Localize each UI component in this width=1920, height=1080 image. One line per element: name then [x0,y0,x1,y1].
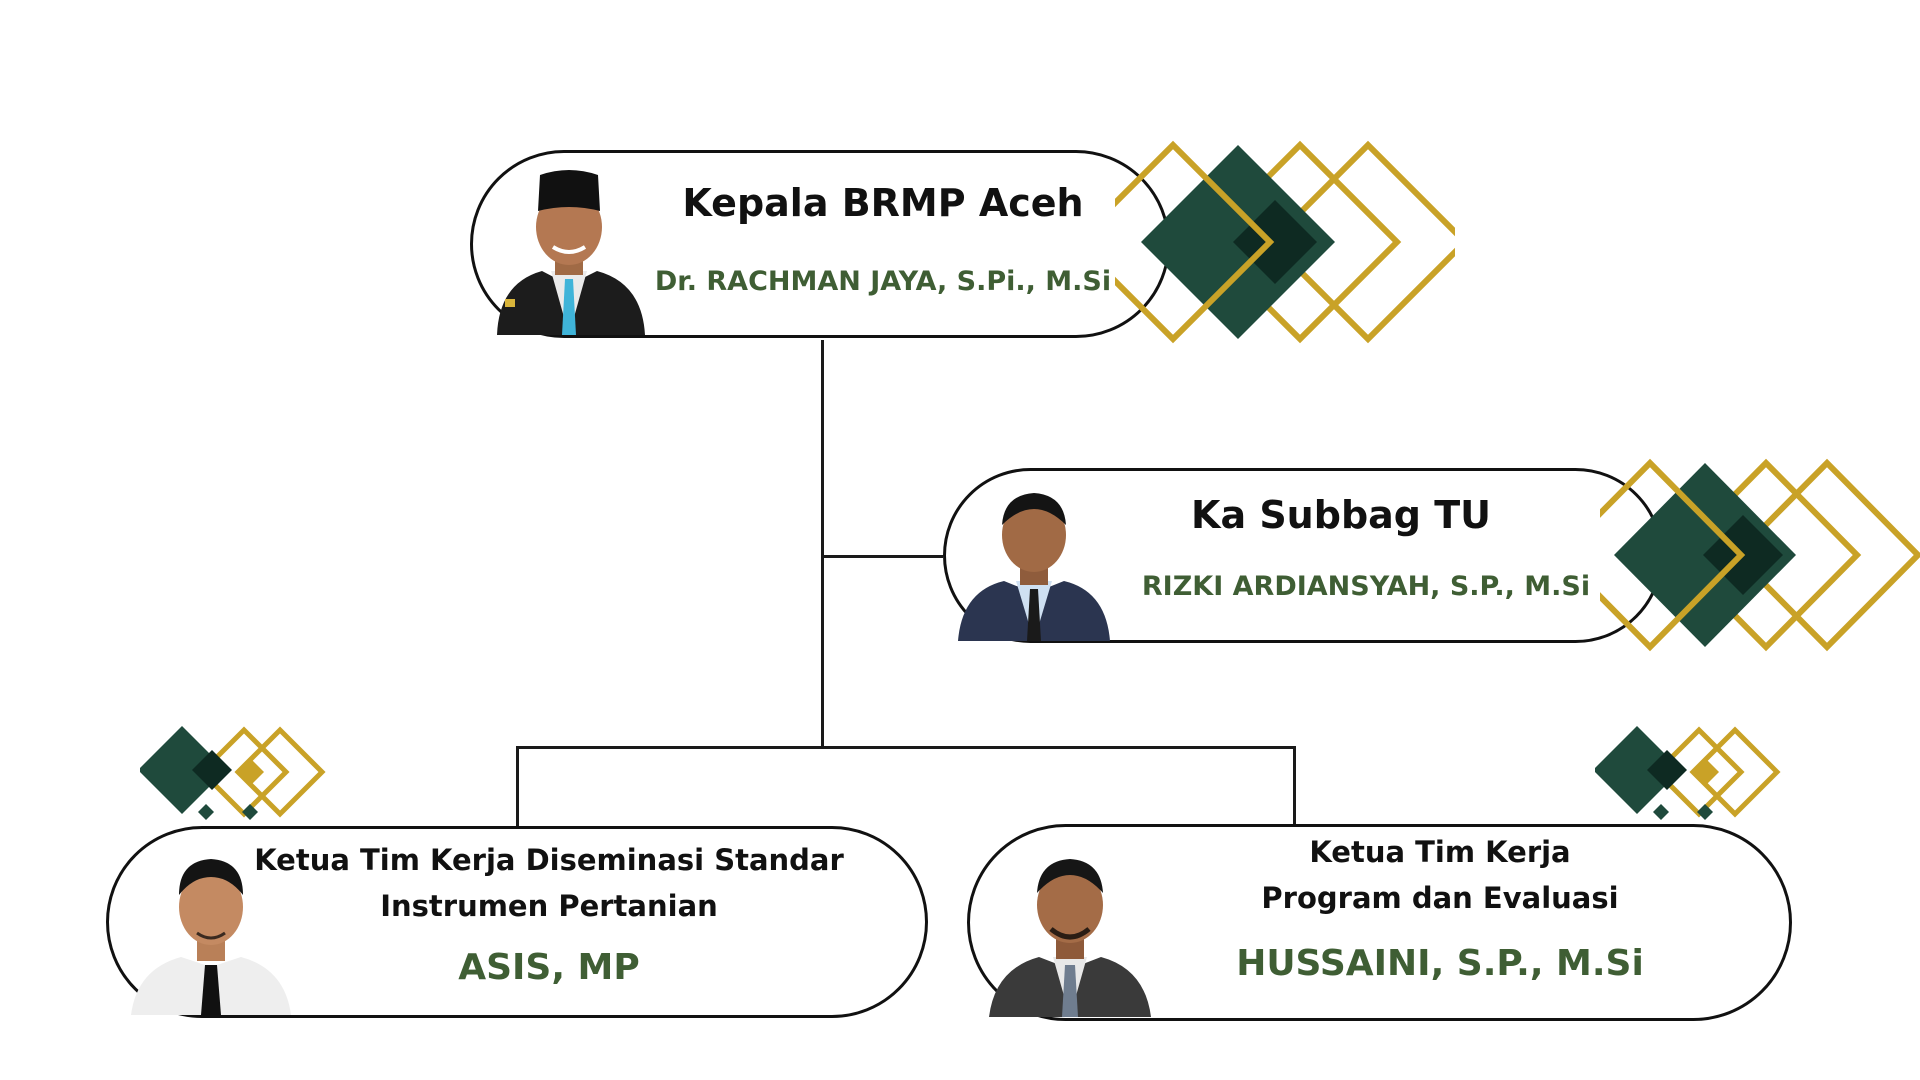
subbag-card: Ka Subbag TU RIZKI ARDIANSYAH, S.P., M.S… [943,468,1663,643]
team-left-title-line1: Ketua Tim Kerja Diseminasi Standar [254,843,844,877]
diamond-decoration-subbag [1600,458,1920,652]
diamond-decoration-team-right [1595,726,1781,820]
subbag-title: Ka Subbag TU [1191,493,1491,537]
team-right-title-line1: Ketua Tim Kerja [1309,835,1571,869]
team-right-name: HUSSAINI, S.P., M.Si [1236,943,1644,984]
connector-subbag-horizontal [821,555,943,558]
team-right-card: Ketua Tim Kerja Program dan Evaluasi HUS… [967,824,1792,1021]
connector-head-vertical [821,340,824,748]
team-left-name: ASIS, MP [458,947,640,988]
team-left-card: Ketua Tim Kerja Diseminasi Standar Instr… [106,826,928,1018]
team-left-photo [131,843,291,1015]
diamond-decoration-head [1115,140,1455,344]
subbag-photo [954,481,1114,641]
team-right-photo [985,845,1155,1017]
team-right-title-line2: Program dan Evaluasi [1261,881,1619,915]
diamond-decoration-team-left [140,726,326,820]
head-photo [487,155,652,335]
head-name: Dr. RACHMAN JAYA, S.Pi., M.Si [654,266,1112,297]
head-title: Kepala BRMP Aceh [682,181,1084,225]
team-left-title-line2: Instrumen Pertanian [380,889,718,923]
connector-team-horizontal [516,746,1296,749]
connector-team-left-vertical [516,746,519,826]
connector-team-right-vertical [1293,746,1296,824]
subbag-name: RIZKI ARDIANSYAH, S.P., M.Si [1141,571,1591,602]
head-card: Kepala BRMP Aceh Dr. RACHMAN JAYA, S.Pi.… [470,150,1170,338]
